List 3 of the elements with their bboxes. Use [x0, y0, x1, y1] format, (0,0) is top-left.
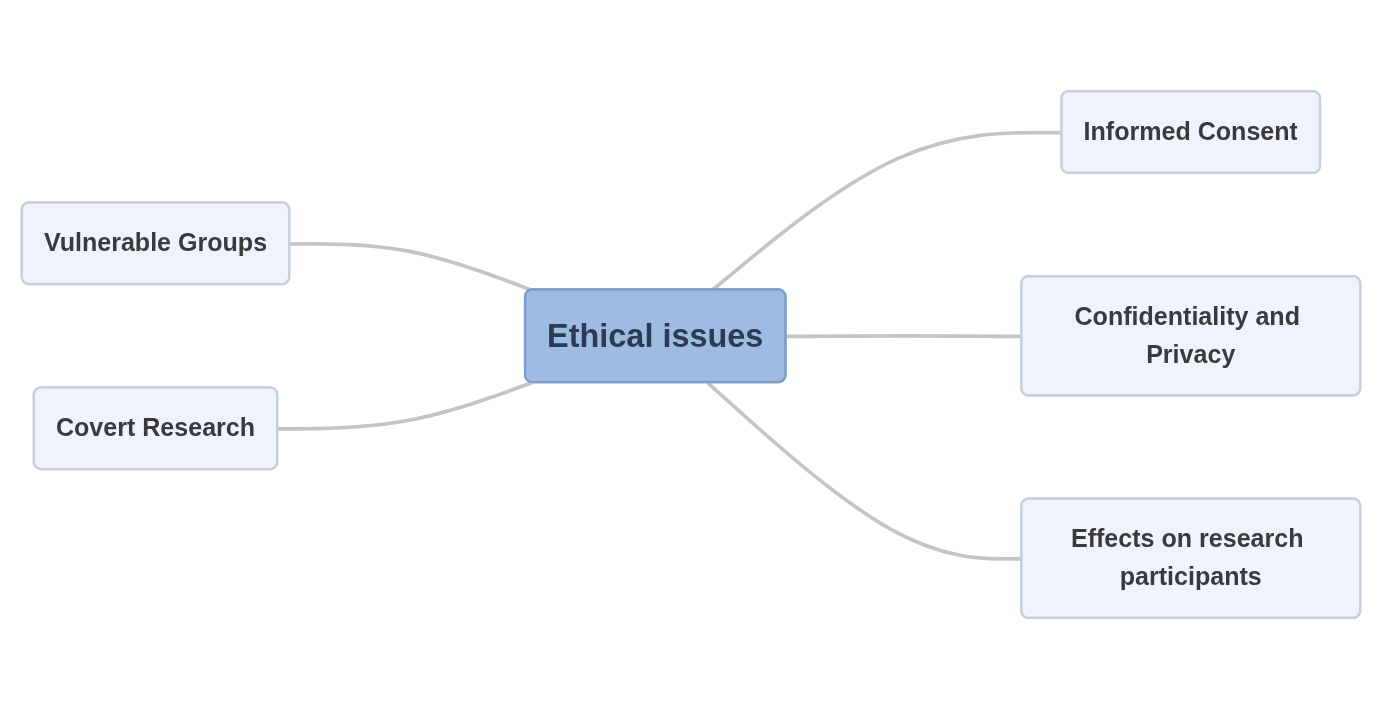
- connector: [277, 381, 533, 431]
- connector: [786, 334, 1022, 339]
- connector: [289, 242, 533, 292]
